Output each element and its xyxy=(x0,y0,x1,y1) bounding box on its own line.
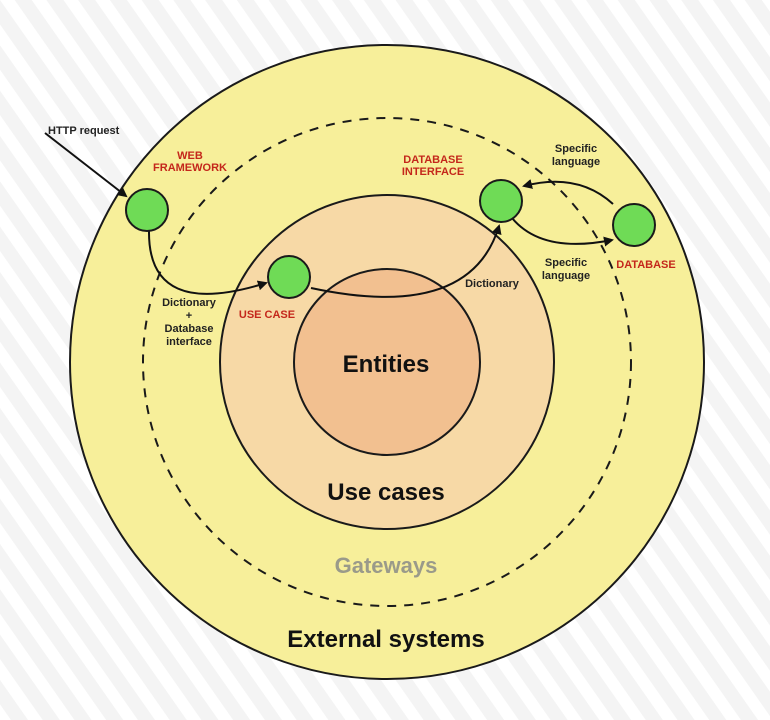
specific-language-top-line2: language xyxy=(552,156,600,168)
use-case-node xyxy=(267,255,311,299)
entities-title: Entities xyxy=(343,351,430,378)
specific-language-bottom-line2: language xyxy=(542,270,590,282)
dictionary-db-label-line4: interface xyxy=(166,336,212,348)
external-systems-title: External systems xyxy=(287,626,484,653)
web-framework-label-line1: WEB xyxy=(177,150,203,162)
entities-layer xyxy=(293,268,481,456)
use-case-label: USE CASE xyxy=(239,309,295,321)
dbinterface-to-database-arrow xyxy=(511,217,614,247)
web-framework-node xyxy=(125,188,169,232)
usecase-to-dbinterface-arrow xyxy=(310,224,502,298)
database-interface-node xyxy=(479,179,523,223)
dictionary-label: Dictionary xyxy=(465,278,520,290)
web-framework-label-line2: FRAMEWORK xyxy=(153,162,227,174)
database-interface-label-line1: DATABASE xyxy=(403,154,462,166)
dictionary-db-label-line3: Database xyxy=(165,323,214,335)
database-label: DATABASE xyxy=(616,259,675,271)
gateways-boundary xyxy=(142,117,632,607)
gateways-title: Gateways xyxy=(335,553,438,578)
web-to-usecase-arrow xyxy=(147,230,268,295)
specific-language-bottom-line1: Specific xyxy=(545,257,587,269)
database-to-dbinterface-arrow xyxy=(522,179,614,205)
specific-language-top-line1: Specific xyxy=(555,143,597,155)
http-request-arrow xyxy=(44,132,128,198)
dictionary-db-label-line2: + xyxy=(186,310,192,322)
use-cases-title: Use cases xyxy=(327,479,444,506)
http-request-label: HTTP request xyxy=(48,125,120,137)
database-node xyxy=(612,203,656,247)
dictionary-db-label-line1: Dictionary xyxy=(162,297,217,309)
database-interface-label-line2: INTERFACE xyxy=(402,166,464,178)
